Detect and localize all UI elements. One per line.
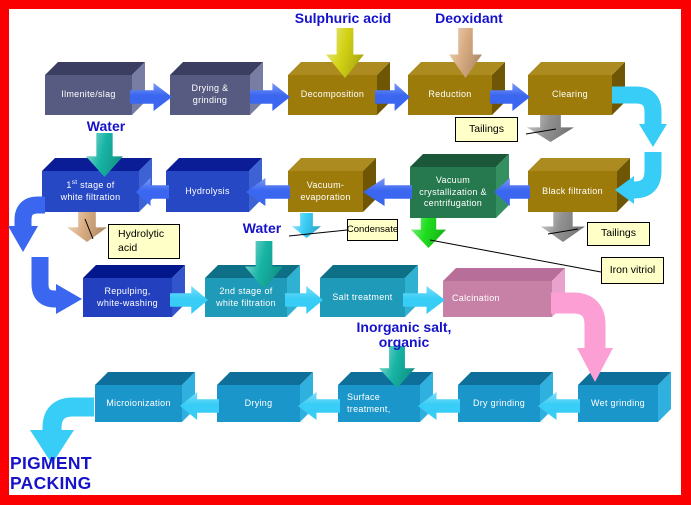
- box-drying-grinding-label: Drying & grinding: [170, 75, 250, 115]
- box-reduction-label: Reduction: [408, 75, 492, 115]
- box-microionization: Microionization: [95, 372, 195, 422]
- first-stage-rest: stage of: [77, 179, 115, 190]
- box-decomposition-label: Decomposition: [288, 75, 377, 115]
- box-top-face: [166, 158, 262, 171]
- box-wet-grinding-label: Wet grinding: [578, 385, 658, 422]
- label-water-mid: Water: [242, 220, 282, 236]
- box-vacuum-evaporation-label: Vacuum- evaporation: [288, 171, 363, 212]
- box-top-face: [578, 372, 671, 385]
- box-top-face: [410, 154, 509, 167]
- box-vacuum-crystallization: Vacuum crystallization & centrifugation: [410, 154, 509, 218]
- box-black-filtration: Black filtration: [528, 158, 630, 212]
- box-top-face: [443, 268, 565, 281]
- box-dry-grinding-label: Dry grinding: [458, 385, 540, 422]
- box-top-face: [458, 372, 553, 385]
- box-ilmenite-label: Ilmenite/slag: [45, 75, 132, 115]
- label-sulphuric-acid: Sulphuric acid: [294, 10, 392, 26]
- box-clearing: Clearing: [528, 62, 625, 115]
- first-stage-line2: white filtration: [60, 191, 121, 202]
- box-top-face: [288, 158, 376, 171]
- box-top-face: [320, 265, 418, 278]
- first-stage-sup: st: [71, 178, 78, 186]
- box-second-stage-label: 2nd stage of white filtration: [205, 278, 287, 317]
- note-hydrolytic-acid: Hydrolytic acid: [108, 224, 180, 259]
- box-vacuum-crystallization-label: Vacuum crystallization & centrifugation: [410, 167, 496, 218]
- box-drying: Drying: [217, 372, 313, 422]
- box-microionization-label: Microionization: [95, 385, 182, 422]
- box-surface-treatment: Surface treatment,: [338, 372, 433, 422]
- box-calcination: Calcination: [443, 268, 565, 317]
- box-black-filtration-label: Black filtration: [528, 171, 617, 212]
- box-decomposition: Decomposition: [288, 62, 390, 115]
- box-top-face: [83, 265, 185, 278]
- box-surface-treatment-label: Surface treatment,: [338, 385, 420, 422]
- box-drying-grinding: Drying & grinding: [170, 62, 263, 115]
- box-dry-grinding: Dry grinding: [458, 372, 553, 422]
- box-reduction: Reduction: [408, 62, 505, 115]
- first-stage-num: 1: [66, 179, 72, 190]
- note-tailings-mid: Tailings: [587, 222, 650, 246]
- box-top-face: [217, 372, 313, 385]
- box-clearing-label: Clearing: [528, 75, 612, 115]
- box-repulping: Repulping, white-washing: [83, 265, 185, 317]
- box-second-stage-filtration: 2nd stage of white filtration: [205, 265, 300, 317]
- box-wet-grinding: Wet grinding: [578, 372, 671, 422]
- box-top-face: [528, 158, 630, 171]
- box-top-face: [170, 62, 263, 75]
- note-iron-vitriol: Iron vitriol: [601, 257, 664, 284]
- box-ilmenite-slag: Ilmenite/slag: [45, 62, 145, 115]
- label-water-top: Water: [86, 118, 126, 134]
- note-tailings-top: Tailings: [455, 117, 518, 142]
- box-calcination-label: Calcination: [443, 281, 552, 317]
- box-drying-label: Drying: [217, 385, 300, 422]
- box-repulping-label: Repulping, white-washing: [83, 278, 172, 317]
- box-top-face: [528, 62, 625, 75]
- label-pigment-packing: PIGMENT PACKING: [10, 453, 92, 494]
- box-top-face: [45, 62, 145, 75]
- box-vacuum-evaporation: Vacuum- evaporation: [288, 158, 376, 212]
- box-hydrolysis: Hydrolysis: [166, 158, 262, 212]
- note-condensate: Condensate: [347, 219, 398, 241]
- box-hydrolysis-label: Hydrolysis: [166, 171, 249, 212]
- box-top-face: [95, 372, 195, 385]
- label-deoxidant: Deoxidant: [435, 10, 503, 26]
- box-salt-treatment-label: Salt treatment: [320, 278, 405, 317]
- box-salt-treatment: Salt treatment: [320, 265, 418, 317]
- label-inorganic-salt: Inorganic salt, organic: [356, 319, 452, 350]
